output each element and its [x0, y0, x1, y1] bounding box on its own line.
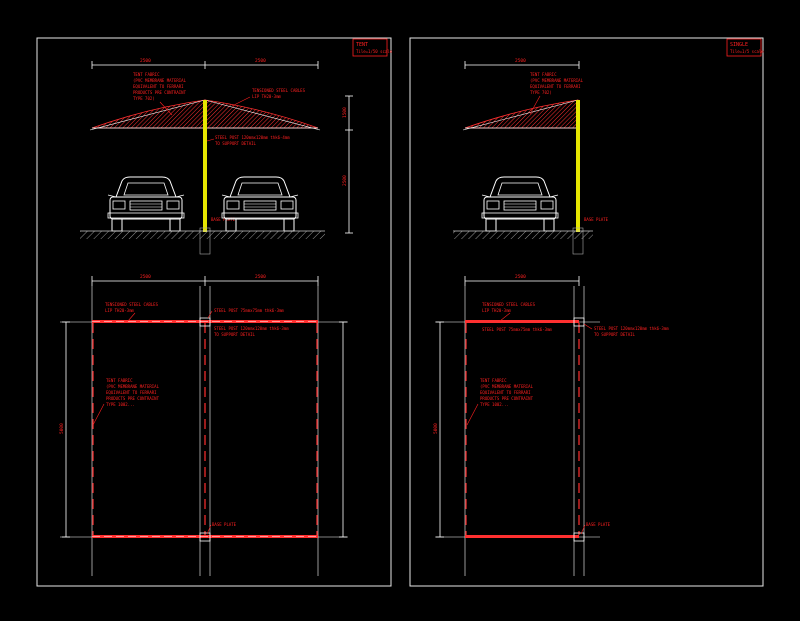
left-base-note: BASE PLATE — [211, 217, 236, 222]
left-plan-dim-right: 2500 — [255, 274, 266, 280]
left-dim-top-left: 2500 — [140, 58, 151, 64]
right-title-tag-title: SINGLE — [730, 42, 748, 48]
left-truss-note-1: TENSIONED STEEL CABLES — [252, 88, 306, 93]
left-plan-steel-top: STEEL POST 75mmx75mm thk6-3mm — [214, 308, 284, 313]
right-plan-fabric-note-3: EQUIVALENT TO FERRARI — [480, 390, 531, 395]
right-base-note: BASE PLATE — [584, 217, 609, 222]
left-plan-edge-note-1: TENSIONED STEEL CABLES — [105, 302, 159, 307]
right-plan-top-dimension: 2500 — [464, 274, 580, 286]
right-plan-vertical-dimension: 5000 — [433, 321, 444, 538]
right-plan-edge-note-2: LIP TH20-3mm — [482, 308, 511, 313]
left-steel-post — [203, 100, 207, 232]
left-plan-view — [60, 286, 348, 576]
left-fabric-note-2: (PVC MEMBRANE MATERIAL — [133, 78, 187, 83]
right-steel-post — [576, 100, 580, 232]
right-plan-dim-vert: 5000 — [433, 423, 439, 434]
left-post-note-2: TO SUPPORT DETAIL — [215, 141, 257, 146]
right-plan-dim-top: 2500 — [515, 274, 526, 280]
left-plan-steel-mid-1: STEEL POST 120mmx120mm thk6-3mm — [214, 326, 289, 331]
right-plan-view — [435, 286, 600, 576]
left-title-tag — [352, 38, 388, 57]
left-fabric-note-4: PRODUCTS PRE CONTRAINT — [133, 90, 187, 95]
right-car — [481, 176, 559, 232]
right-plan-fabric-note-4: PRODUCTS PRE CONTRAINT — [480, 396, 534, 401]
left-title-tag-title: TENT — [356, 42, 368, 48]
right-fabric-note-1: TENT FABRIC — [530, 72, 557, 77]
left-plan-base-note: BASE PLATE — [212, 522, 237, 527]
right-plan-fabric-note-5: TYPE 1002... — [480, 402, 509, 407]
left-dim-vert-b: 2500 — [342, 175, 348, 186]
left-car-1 — [107, 176, 185, 232]
right-plan-top-beam — [465, 320, 579, 323]
right-elevation-top-dimension: 2500 — [464, 58, 580, 69]
right-fabric-note-3: EQUIVALENT TO FERRARI — [530, 84, 581, 89]
left-elevation-vertical-dimension: 1500 2500 — [342, 95, 353, 234]
right-title-tag — [726, 38, 762, 57]
right-plan-bottom-beam — [465, 535, 579, 538]
left-plan-steel-mid-2: TO SUPPORT DETAIL — [214, 332, 256, 337]
right-plan-fabric-note-2: (PVC MEMBRANE MATERIAL — [480, 384, 534, 389]
left-plan-dim-vert: 5000 — [59, 423, 65, 434]
right-fabric-note-2: (PVC MEMBRANE MATERIAL — [530, 78, 584, 83]
right-fabric-note-4: TYPE 702) — [530, 90, 552, 95]
right-ground — [453, 231, 593, 239]
left-plan-fabric-note-2: (PVC MEMBRANE MATERIAL — [106, 384, 160, 389]
left-sheet-frame — [36, 37, 392, 587]
left-ground — [80, 231, 325, 239]
left-post-note-1: STEEL POST 120mmx120mm thk6-4mm — [215, 135, 290, 140]
right-title-tag-subtitle: Tile=1/5 scale — [730, 49, 764, 54]
left-plan-vertical-dimension: 5000 — [59, 321, 347, 538]
left-title-tag-subtitle: Tile=1/50 scale — [356, 49, 393, 54]
right-plan-edge-note-1: TENSIONED STEEL CABLES — [482, 302, 536, 307]
left-dim-top-right: 2500 — [255, 58, 266, 64]
right-plan-base-note: BASE PLATE — [586, 522, 611, 527]
left-plan-dim-left: 2500 — [140, 274, 151, 280]
right-plan-steel-side-2: TO SUPPORT DETAIL — [594, 332, 636, 337]
left-car-2 — [221, 176, 299, 232]
left-plan-edge-note-2: LIP TH20-3mm — [105, 308, 134, 313]
left-plan-fabric-note-1: TENT FABRIC — [106, 378, 133, 383]
left-plan-top-dimension: 2500 2500 — [91, 274, 319, 286]
right-sheet-frame — [409, 37, 764, 587]
left-plan-fabric-note-5: TYPE 1002... — [106, 402, 135, 407]
right-plan-steel-side-1: STEEL POST 120mmx120mm thk6-3mm — [594, 326, 669, 331]
left-truss-note-2: LIP TH20-3mm — [252, 94, 281, 99]
left-dim-vert-a: 1500 — [342, 107, 348, 118]
left-plan-fabric-note-3: EQUIVALENT TO FERRARI — [106, 390, 157, 395]
left-plan-fabric-note-4: PRODUCTS PRE CONTRAINT — [106, 396, 160, 401]
left-fabric-note-3: EQUIVALENT TO FERRARI — [133, 84, 184, 89]
right-post-footing — [572, 227, 584, 255]
left-fabric-note-5: TYPE 702) — [133, 96, 155, 101]
right-plan-steel-top: STEEL POST 75mmx75mm thk6-3mm — [482, 327, 552, 332]
left-fabric-note-1: TENT FABRIC — [133, 72, 160, 77]
left-elevation-top-dimension: 2500 2500 — [91, 58, 319, 69]
left-post-footing — [199, 227, 211, 255]
right-dim-top: 2500 — [515, 58, 526, 64]
right-plan-fabric-note-1: TENT FABRIC — [480, 378, 507, 383]
